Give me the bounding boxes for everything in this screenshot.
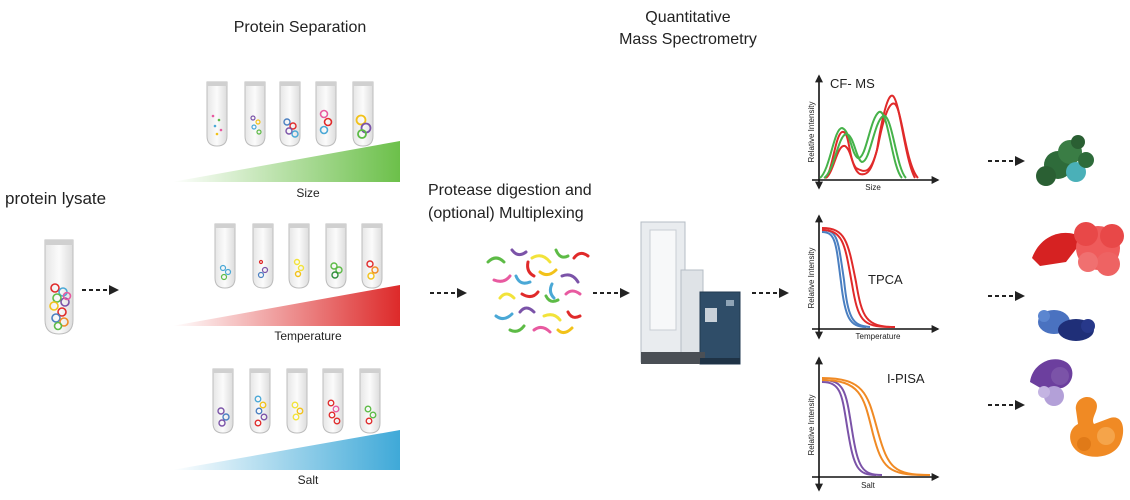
size-label: Size (296, 186, 320, 200)
purple-complex-icon (1030, 359, 1073, 406)
cfms-ylabel: Relative Intensity (807, 102, 816, 163)
green-complex-icon (1036, 135, 1094, 186)
salt-label: Salt (298, 473, 319, 487)
ms-label-line2: Mass Spectrometry (619, 31, 757, 48)
ms-label-line1: Quantitative (645, 9, 730, 26)
tpca-plot: TPCA Temperature Relative Intensity (807, 214, 940, 341)
mass-spectrometer-icon (640, 221, 741, 365)
tpca-ylabel: Relative Intensity (807, 248, 816, 309)
red-complex-icon (1032, 222, 1124, 276)
peptide-fragments (486, 248, 590, 335)
temperature-tubes (214, 223, 383, 289)
blue-complex-icon (1038, 310, 1095, 341)
salt-gradient-wedge (172, 430, 400, 470)
ipisa-title: I-PISA (887, 371, 925, 386)
salt-tubes (212, 368, 381, 434)
size-gradient-wedge (172, 141, 400, 182)
ipisa-curve-purple (821, 379, 883, 476)
tpca-curve-blue (821, 229, 871, 328)
cfms-title: CF- MS (830, 76, 875, 91)
orange-complex-icon (1070, 396, 1124, 457)
tpca-xlabel: Temperature (856, 332, 901, 341)
tpca-title: TPCA (868, 272, 903, 287)
tpca-curve-red (821, 227, 896, 328)
size-tubes (206, 81, 374, 147)
digestion-label-line1: Protease digestion and (428, 182, 592, 199)
ipisa-curve-orange (821, 377, 931, 476)
lysate-tube (44, 239, 74, 335)
protein-lysate-label: protein lysate (5, 189, 106, 208)
temperature-label: Temperature (274, 329, 342, 343)
temperature-gradient-wedge (172, 285, 400, 326)
protein-separation-title: Protein Separation (234, 19, 367, 36)
cfms-plot: CF- MS Size Relative Intensity (807, 74, 940, 192)
ipisa-ylabel: Relative Intensity (807, 395, 816, 456)
digestion-label-line2: (optional) Multiplexing (428, 205, 584, 222)
cfms-curve-red (824, 94, 916, 179)
cfms-xlabel: Size (865, 183, 881, 192)
ipisa-plot: I-PISA Salt Relative Intensity (807, 356, 940, 492)
ipisa-xlabel: Salt (861, 481, 876, 490)
